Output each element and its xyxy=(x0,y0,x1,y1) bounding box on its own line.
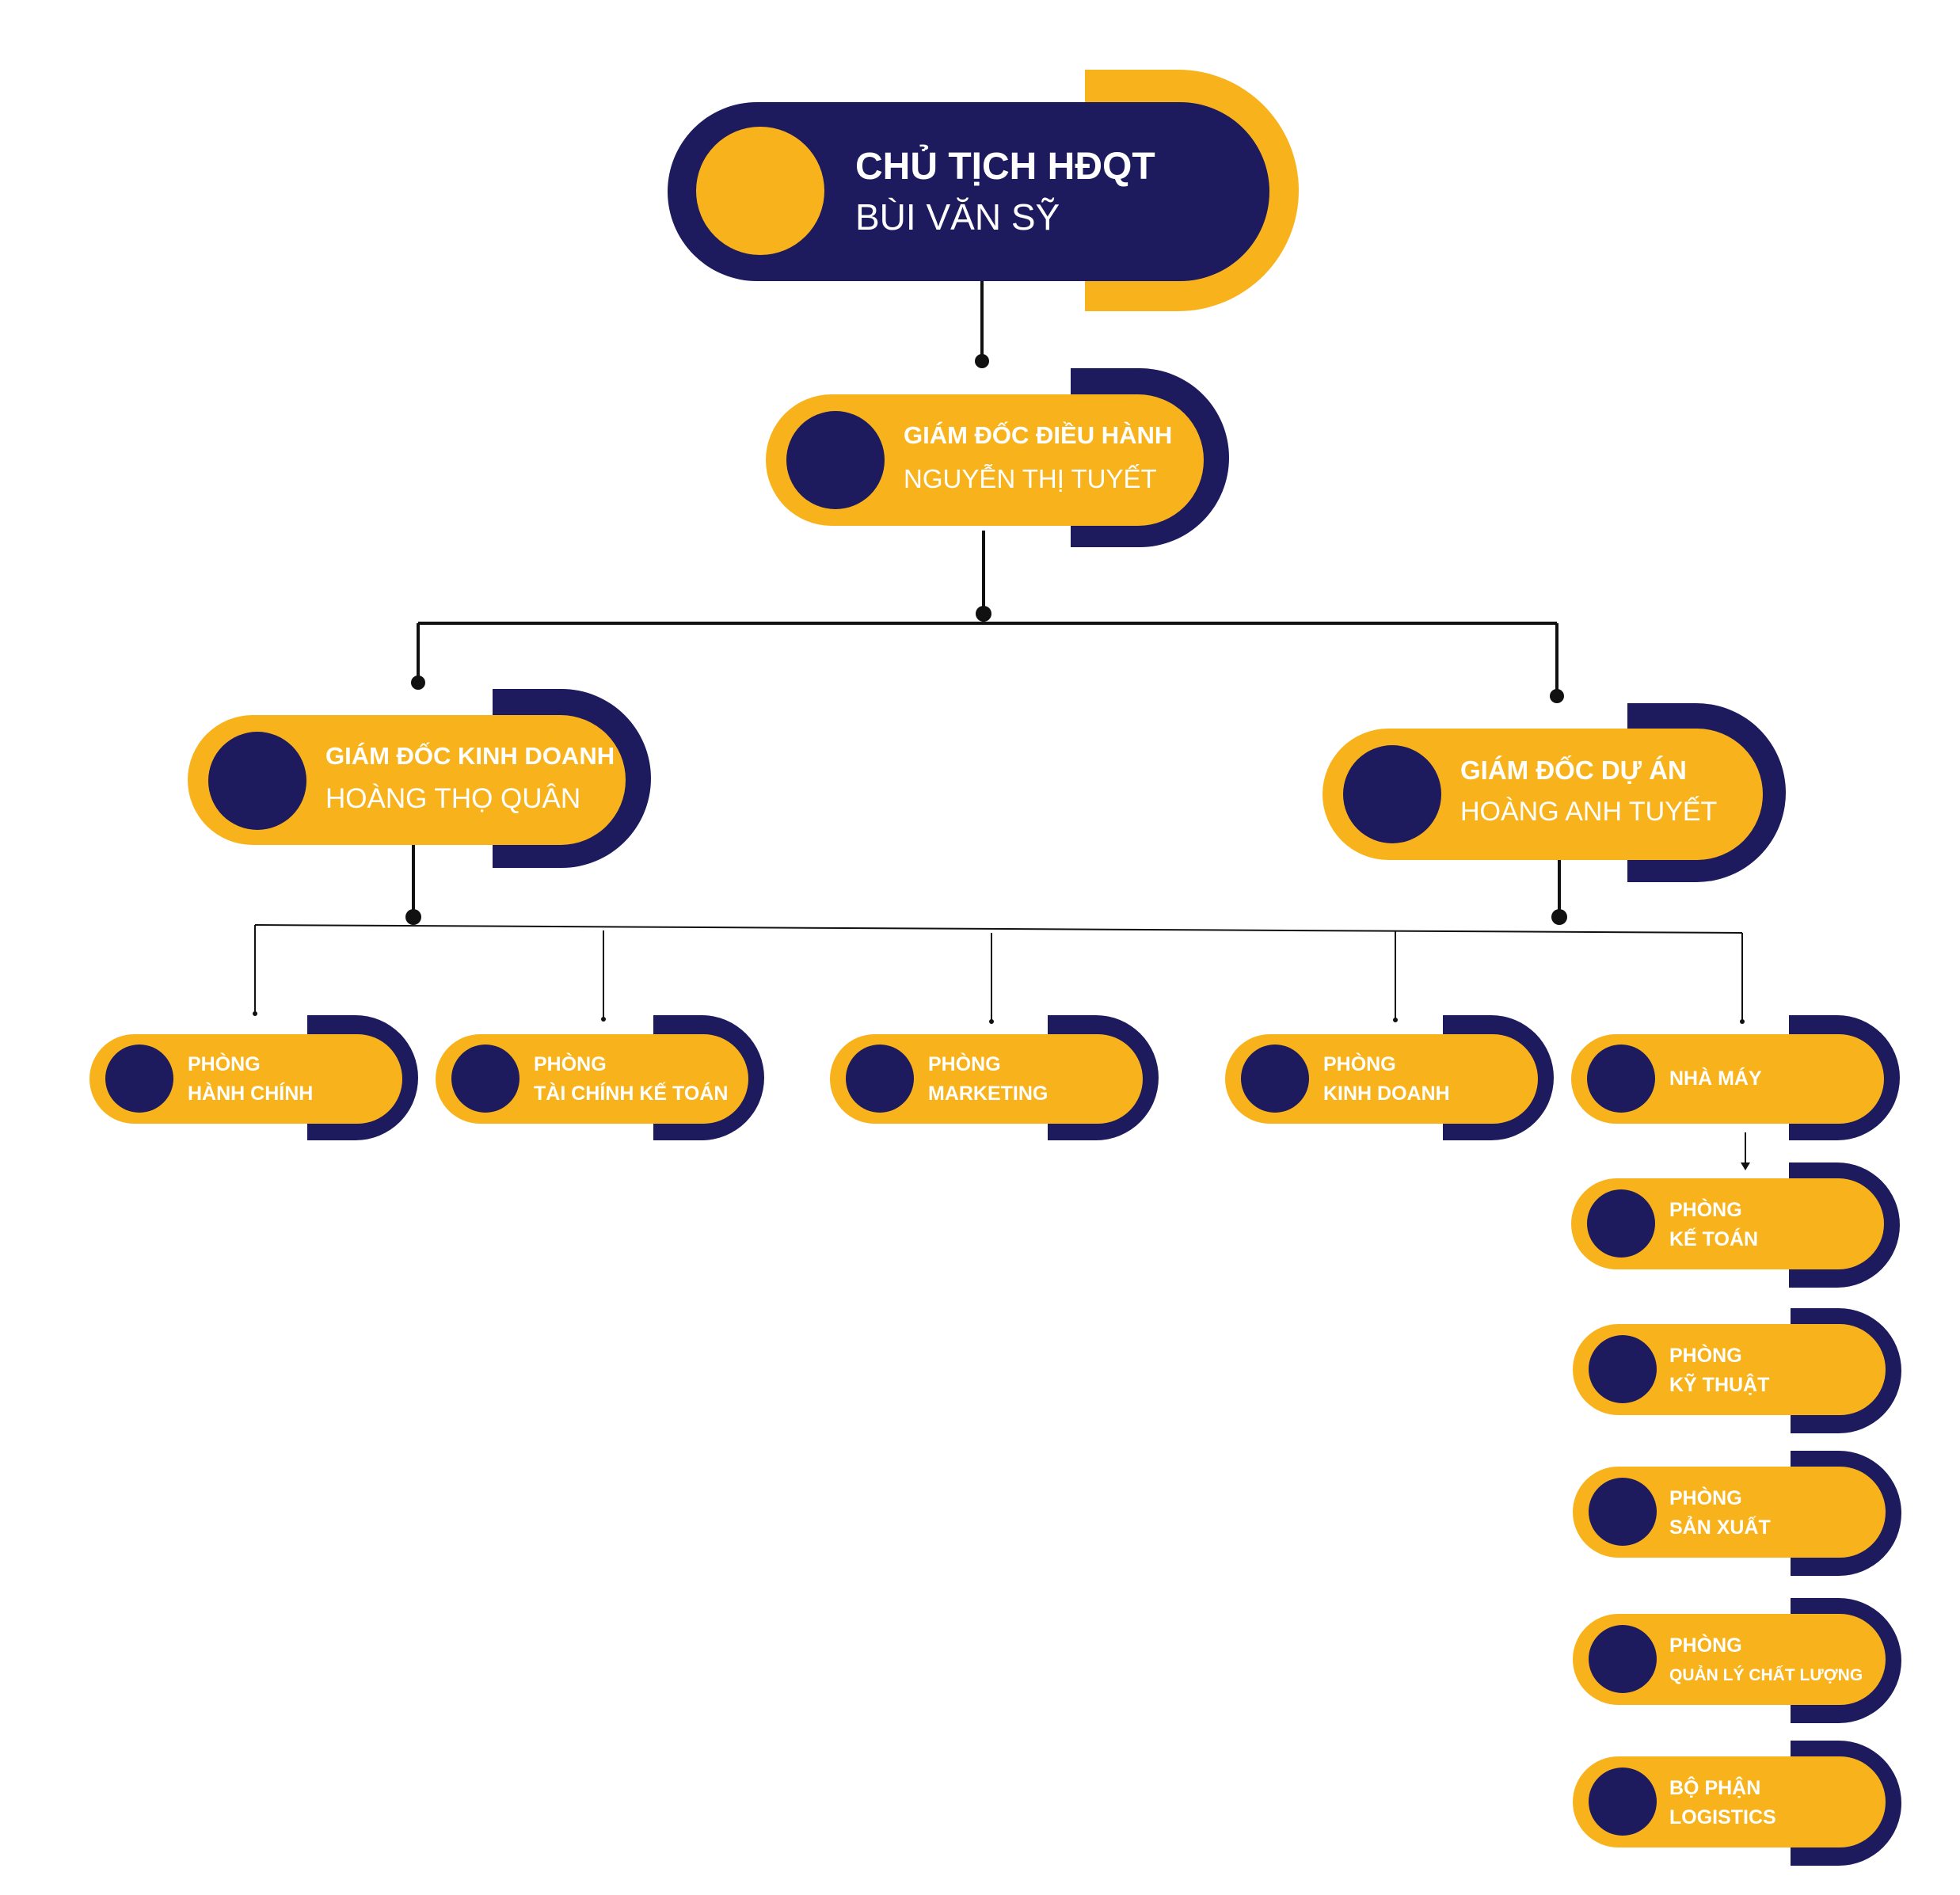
avatar xyxy=(1241,1045,1309,1113)
unit-line1: PHÒNG xyxy=(1669,1634,1742,1657)
unit-line2: LOGISTICS xyxy=(1669,1806,1776,1828)
sales-director-title: GIÁM ĐỐC KINH DOANH xyxy=(325,742,615,770)
node-text: PHÒNG KINH DOANH xyxy=(1323,1050,1450,1109)
project-director-title: GIÁM ĐỐC DỰ ÁN xyxy=(1460,755,1687,785)
unit-line2: SẢN XUẤT xyxy=(1669,1516,1771,1539)
avatar xyxy=(105,1045,173,1113)
connector-dot xyxy=(989,1019,994,1024)
avatar xyxy=(1589,1478,1657,1546)
dept-line2: KINH DOANH xyxy=(1323,1083,1450,1105)
unit-line1: PHÒNG xyxy=(1669,1199,1742,1221)
dept-line1: PHÒNG xyxy=(534,1053,607,1075)
avatar xyxy=(846,1045,914,1113)
node-text: PHÒNG TÀI CHÍNH KẾ TOÁN xyxy=(534,1050,728,1109)
chairman-name: BÙI VĂN SỸ xyxy=(855,196,1060,238)
avatar xyxy=(1589,1335,1657,1403)
node-factory-quality: PHÒNG QUẢN LÝ CHẤT LƯỢNG xyxy=(1573,1598,1905,1726)
connector-dot xyxy=(975,354,989,368)
unit-line2: KẾ TOÁN xyxy=(1669,1228,1759,1250)
node-text: NHÀ MÁY xyxy=(1669,1064,1762,1094)
node-text: PHÒNG SẢN XUẤT xyxy=(1669,1484,1771,1543)
connector-dot xyxy=(601,1017,606,1022)
unit-line2: QUẢN LÝ CHẤT LƯỢNG xyxy=(1669,1666,1863,1684)
node-text: GIÁM ĐỐC DỰ ÁN HOÀNG ANH TUYẾT xyxy=(1460,753,1717,835)
node-sales-director: GIÁM ĐỐC KINH DOANH HOÀNG THỌ QUÂN xyxy=(188,689,655,871)
connector-dot xyxy=(253,1011,257,1016)
dept-line1: PHÒNG xyxy=(928,1053,1001,1075)
node-text: CHỦ TỊCH HĐQT BÙI VĂN SỸ xyxy=(855,143,1155,242)
connector-departments-bar xyxy=(254,924,1743,934)
avatar xyxy=(1343,745,1441,843)
dept-line2: MARKETING xyxy=(928,1083,1049,1105)
node-text: PHÒNG QUẢN LÝ CHẤT LƯỢNG xyxy=(1669,1631,1863,1690)
unit-line2: KỸ THUẬT xyxy=(1669,1374,1770,1396)
node-factory: NHÀ MÁY xyxy=(1571,1015,1904,1143)
node-logistics: BỘ PHẬN LOGISTICS xyxy=(1573,1741,1905,1869)
node-chairman: CHỦ TỊCH HĐQT BÙI VĂN SỸ xyxy=(668,70,1301,315)
node-text: GIÁM ĐỐC ĐIỀU HÀNH NGUYỄN THỊ TUYẾT xyxy=(904,418,1172,505)
avatar xyxy=(696,127,824,255)
connector-dot xyxy=(405,909,421,925)
node-text: GIÁM ĐỐC KINH DOANH HOÀNG THỌ QUÂN xyxy=(325,739,615,824)
avatar xyxy=(786,411,885,509)
factory-label: NHÀ MÁY xyxy=(1669,1067,1762,1090)
dept-line1: PHÒNG xyxy=(188,1053,261,1075)
chairman-title: CHỦ TỊCH HĐQT xyxy=(855,146,1155,188)
node-text: PHÒNG KẾ TOÁN xyxy=(1669,1196,1758,1254)
node-text: PHÒNG KỸ THUẬT xyxy=(1669,1341,1769,1400)
ceo-title: GIÁM ĐỐC ĐIỀU HÀNH xyxy=(904,421,1173,449)
unit-line1: PHÒNG xyxy=(1669,1345,1742,1367)
avatar xyxy=(208,732,306,830)
unit-line1: PHÒNG xyxy=(1669,1487,1742,1509)
node-ceo: GIÁM ĐỐC ĐIỀU HÀNH NGUYỄN THỊ TUYẾT xyxy=(766,368,1233,550)
dept-line1: PHÒNG xyxy=(1323,1053,1396,1075)
node-factory-accounting: PHÒNG KẾ TOÁN xyxy=(1571,1162,1904,1291)
node-dept-marketing: PHÒNG MARKETING xyxy=(830,1015,1163,1143)
node-dept-finance: PHÒNG TÀI CHÍNH KẾ TOÁN xyxy=(436,1015,768,1143)
arrowhead xyxy=(1741,1162,1750,1170)
dept-line2: TÀI CHÍNH KẾ TOÁN xyxy=(534,1083,729,1105)
project-director-name: HOÀNG ANH TUYẾT xyxy=(1460,797,1718,827)
connector-dot xyxy=(1551,909,1567,925)
connector-dot xyxy=(976,606,991,622)
node-text: PHÒNG HÀNH CHÍNH xyxy=(188,1050,313,1109)
node-factory-engineering: PHÒNG KỸ THUẬT xyxy=(1573,1308,1905,1436)
node-dept-admin: PHÒNG HÀNH CHÍNH xyxy=(89,1015,422,1143)
node-text: BỘ PHẬN LOGISTICS xyxy=(1669,1774,1776,1832)
avatar xyxy=(1587,1189,1655,1258)
avatar xyxy=(451,1045,519,1113)
unit-line1: BỘ PHẬN xyxy=(1669,1777,1761,1799)
connector-dot xyxy=(411,675,425,690)
dept-line2: HÀNH CHÍNH xyxy=(188,1083,314,1105)
sales-director-name: HOÀNG THỌ QUÂN xyxy=(325,783,581,814)
node-factory-production: PHÒNG SẢN XUẤT xyxy=(1573,1451,1905,1579)
connector-dot xyxy=(1393,1018,1398,1022)
avatar xyxy=(1589,1768,1657,1836)
connector-dot xyxy=(1740,1019,1745,1024)
connector-dot xyxy=(1550,689,1564,703)
avatar xyxy=(1587,1045,1655,1113)
node-project-director: GIÁM ĐỐC DỰ ÁN HOÀNG ANH TUYẾT xyxy=(1323,703,1790,885)
node-dept-sales: PHÒNG KINH DOANH xyxy=(1225,1015,1558,1143)
ceo-name: NGUYỄN THỊ TUYẾT xyxy=(904,464,1157,493)
node-text: PHÒNG MARKETING xyxy=(928,1050,1048,1109)
avatar xyxy=(1589,1625,1657,1693)
